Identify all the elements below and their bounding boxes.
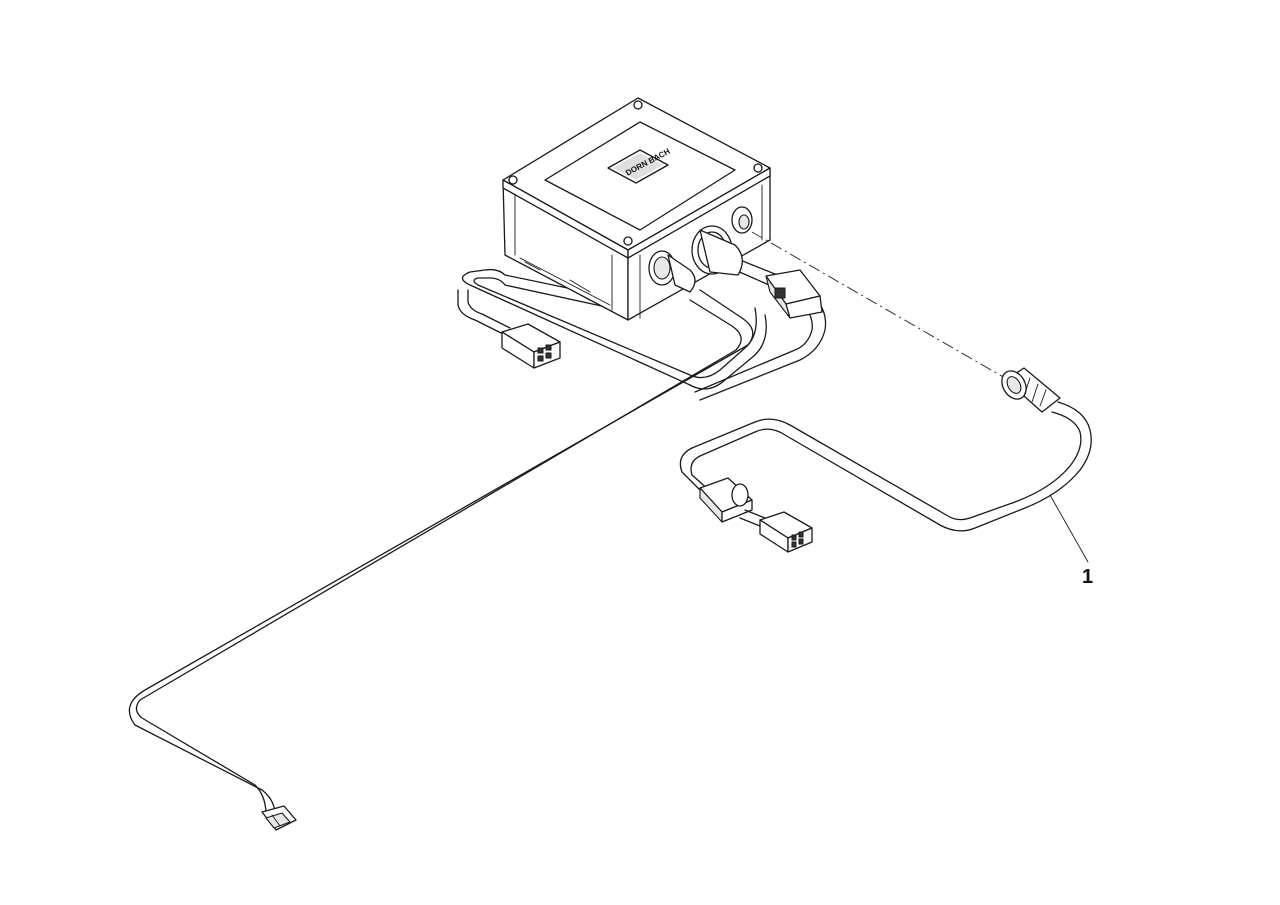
ferrite-core-lower (699, 477, 753, 523)
callout-label-1: 1 (1082, 566, 1094, 588)
junction-box (502, 97, 771, 321)
long-cable (128, 289, 754, 816)
cable-gland-main (691, 225, 743, 276)
callout-leader (1049, 494, 1089, 563)
round-connector (1001, 367, 1061, 413)
bottom-connector (261, 805, 297, 831)
ferrite-core-upper (765, 269, 823, 319)
left-connector (501, 323, 561, 369)
small-connector-right (759, 511, 813, 553)
cable-harness-1 (679, 367, 1092, 563)
cable-gland-small (731, 206, 753, 234)
assembly-line (751, 231, 1013, 383)
loop-cable (457, 268, 767, 390)
cable-gland-left (648, 250, 696, 293)
